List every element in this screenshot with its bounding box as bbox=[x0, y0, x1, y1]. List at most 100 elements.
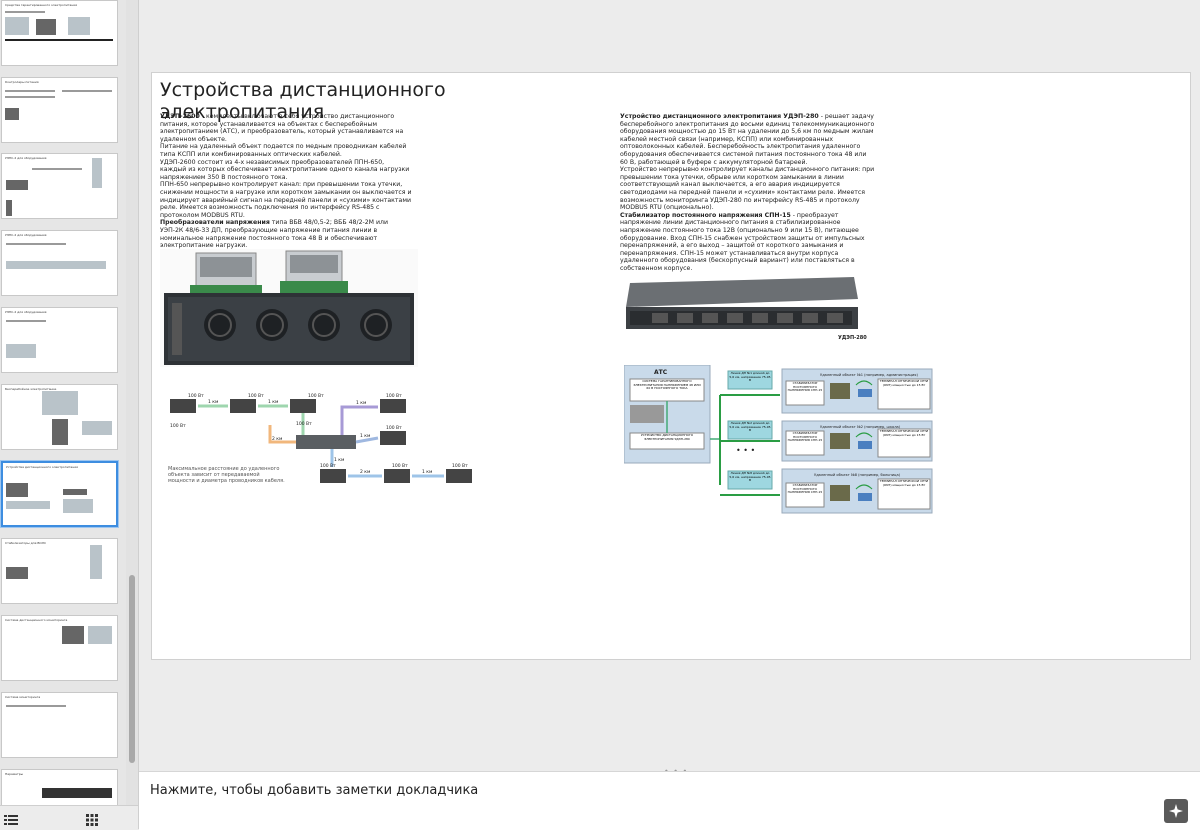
slide-thumbnail-8[interactable]: Стабилизаторы для ВОЛС bbox=[1, 538, 118, 604]
slide-thumbnail-2[interactable]: Контролеры питания bbox=[1, 77, 118, 143]
slide-thumbnail-3[interactable]: УЭПС-2 для оборудования bbox=[1, 153, 118, 219]
thumbnail-title: УЭПС-2 для оборудования bbox=[5, 310, 47, 314]
converters-heading: Преобразователи напряжения bbox=[160, 219, 270, 227]
thumbnail-text-line bbox=[6, 705, 66, 707]
slide-thumbnail-9[interactable]: Система дистанционного мониторинга bbox=[1, 615, 118, 681]
diagram-label: 1 км bbox=[268, 399, 278, 405]
thumbnail-image bbox=[42, 391, 78, 415]
ont-terminal-8: ТЕРМИНАЛ ОПТИЧЕСКОЙ СЕТИ (ONT) мощностью… bbox=[879, 480, 929, 487]
thumbnail-text-line bbox=[32, 168, 82, 170]
thumbnail-text-line bbox=[5, 90, 55, 92]
diagram-label: 2 км bbox=[360, 469, 370, 475]
udep280-caption: УДЭП-280 bbox=[838, 335, 867, 341]
sparkle-icon bbox=[1169, 804, 1183, 818]
thumbnail-title: Средства гарантированного электропитания bbox=[5, 3, 78, 7]
diagram-label: 100 Вт bbox=[452, 463, 468, 469]
slide-thumbnail-4[interactable]: УЭПС-2 для оборудования bbox=[1, 230, 118, 296]
speaker-notes-area[interactable]: Нажмите, чтобы добавить заметки докладчи… bbox=[139, 771, 1200, 830]
diagram-label: 100 Вт bbox=[392, 463, 408, 469]
left-paragraph-2: Питание на удаленный объект подается по … bbox=[160, 143, 407, 158]
distance-diagram: 100 Вт 100 Вт 100 Вт 100 Вт 1 км 1 км 1 … bbox=[160, 385, 490, 495]
thumbnail-image bbox=[63, 499, 93, 513]
line-dp-1: Линия ДП №1 длиной до 5,6 км, напряжение… bbox=[729, 372, 771, 383]
slide-thumbnail-6[interactable]: Бесперебойное электропитание bbox=[1, 384, 118, 450]
view-switcher bbox=[0, 805, 138, 829]
right-paragraph-1: - решает задачу бесперебойного электропи… bbox=[620, 113, 875, 166]
thumbnail-image bbox=[6, 567, 28, 579]
grid-view-icon[interactable] bbox=[86, 811, 100, 826]
diagram-label: 1 км bbox=[334, 457, 344, 463]
thumbnail-title: УЭПС-2 для оборудования bbox=[5, 156, 47, 160]
list-view-icon[interactable] bbox=[4, 811, 18, 825]
diagram-label: 100 Вт bbox=[188, 393, 204, 399]
udep280-heading: Устройство дистанционного электропитания… bbox=[620, 113, 819, 120]
thumbnail-title: Устройства дистанционного электропитания bbox=[6, 465, 78, 469]
diagram-label: 100 Вт bbox=[308, 393, 324, 399]
assistant-button[interactable] bbox=[1164, 799, 1188, 823]
thumbnail-text-line bbox=[5, 96, 55, 98]
udep2600-heading: УДЭП-2600 bbox=[160, 113, 200, 120]
thumbnail-table bbox=[42, 788, 112, 798]
diagram-label: 1 км bbox=[422, 469, 432, 475]
slide-title[interactable]: Устройства дистанционного электропитания bbox=[160, 79, 446, 123]
left-text-block[interactable]: УДЭП-2600 - комплекты включают в себя ус… bbox=[160, 113, 412, 250]
left-paragraph-3: УДЭП-2600 состоит из 4-х независимых пре… bbox=[160, 158, 410, 181]
thumbnail-title: Контролеры питания bbox=[5, 80, 39, 84]
right-paragraph-2: Устройство непрерывно контролирует канал… bbox=[620, 166, 875, 212]
current-slide[interactable]: Устройства дистанционного электропитания… bbox=[151, 72, 1191, 660]
slide-thumbnail-7-selected[interactable]: Устройства дистанционного электропитания bbox=[1, 461, 118, 527]
diagram-label: 1 км bbox=[208, 399, 218, 405]
line-dp-2: Линия ДП №2 длиной до 5,6 км, напряжение… bbox=[729, 422, 771, 433]
slide-thumbnail-1[interactable]: Средства гарантированного электропитания bbox=[1, 0, 118, 66]
thumbnail-image bbox=[92, 158, 102, 188]
thumbnail-title: УЭПС-2 для оборудования bbox=[5, 233, 47, 237]
ats-udep-box: УСТРОЙСТВО ДИСТАНЦИОННОГО ЭЛЕКТРОПИТАНИЯ… bbox=[640, 434, 694, 441]
thumbnail-image bbox=[5, 108, 19, 120]
thumbnail-image bbox=[90, 545, 102, 579]
thumbnail-image bbox=[6, 483, 28, 497]
right-paragraph-3: - преобразует напряжение линии дистанцио… bbox=[620, 211, 865, 272]
thumbnail-image bbox=[63, 489, 87, 495]
diagram-label: 100 Вт bbox=[386, 425, 402, 431]
thumbnail-image bbox=[36, 19, 56, 35]
slide-editor: Устройства дистанционного электропитания… bbox=[139, 0, 1200, 768]
thumbnail-title: Система мониторинга bbox=[5, 695, 41, 699]
thumbnail-image bbox=[6, 200, 12, 216]
thumbnail-text-line bbox=[6, 243, 66, 245]
remote-object-2: Удаленный объект №2 (например, школа) bbox=[820, 425, 901, 429]
slide-thumbnail-5[interactable]: УЭПС-2 для оборудования bbox=[1, 307, 118, 373]
diagram-caption: Максимальное расстояние до удаленного об… bbox=[168, 466, 285, 484]
speaker-notes-placeholder[interactable]: Нажмите, чтобы добавить заметки докладчи… bbox=[150, 783, 479, 798]
ont-terminal-1: ТЕРМИНАЛ ОПТИЧЕСКОЙ СЕТИ (ONT) мощностью… bbox=[879, 380, 929, 387]
thumbnail-image bbox=[62, 626, 84, 644]
udep280-photo bbox=[622, 273, 862, 347]
diagram-label: 2 км bbox=[272, 436, 282, 442]
thumbnail-text-line bbox=[62, 90, 112, 92]
stabilizer-box-2: СТАБИЛИЗАТОР ПОСТОЯННОГО НАПРЯЖЕНИЯ СПН-… bbox=[787, 432, 823, 443]
diagram-label: 100 Вт bbox=[296, 421, 312, 427]
diagram-label: 100 Вт bbox=[170, 423, 186, 429]
stabilizer-box-8: СТАБИЛИЗАТОР ПОСТОЯННОГО НАПРЯЖЕНИЯ СПН-… bbox=[787, 484, 823, 495]
thumbnail-image bbox=[5, 17, 29, 35]
slide-thumbnail-10[interactable]: Система мониторинга bbox=[1, 692, 118, 758]
spn15-heading: Стабилизатор постоянного напряжения СПН-… bbox=[620, 211, 791, 219]
thumbnail-image bbox=[52, 419, 68, 445]
thumbnail-scrollbar-thumb[interactable] bbox=[129, 575, 135, 763]
diagram-label: 100 Вт bbox=[248, 393, 264, 399]
line-dp-8: Линия ДП №8 длиной до 5,6 км, напряжение… bbox=[729, 472, 771, 483]
thumbnail-title: Параметры bbox=[5, 772, 23, 776]
slide-navigator: Средства гарантированного электропитания… bbox=[0, 0, 139, 829]
thumbnail-image bbox=[68, 17, 90, 35]
remote-object-8: Удаленный объект №8 (например, больница) bbox=[814, 473, 901, 477]
diagram-label: 100 Вт bbox=[386, 393, 402, 399]
thumbnail-image bbox=[6, 180, 28, 190]
ont-terminal-2: ТЕРМИНАЛ ОПТИЧЕСКОЙ СЕТИ (ONT) мощностью… bbox=[879, 430, 929, 437]
thumbnail-text-line bbox=[5, 11, 45, 13]
left-paragraph-5: типа ВБВ 48/0,5-2; ВББ 48/2-2М или УЭП-2… bbox=[160, 219, 388, 250]
slide-thumbnail-11[interactable]: Параметры bbox=[1, 769, 118, 806]
right-text-block[interactable]: Устройство дистанционного электропитания… bbox=[620, 113, 876, 272]
thumbnail-image bbox=[82, 421, 112, 435]
ats-block-diagram: АТС СИСТЕМА ГАРАНТИРОВАННОГО ЭЛЕКТРОПИТА… bbox=[623, 364, 936, 515]
thumbnail-image bbox=[6, 344, 36, 358]
left-paragraph-1: - комплекты включают в себя устройство д… bbox=[160, 113, 404, 143]
